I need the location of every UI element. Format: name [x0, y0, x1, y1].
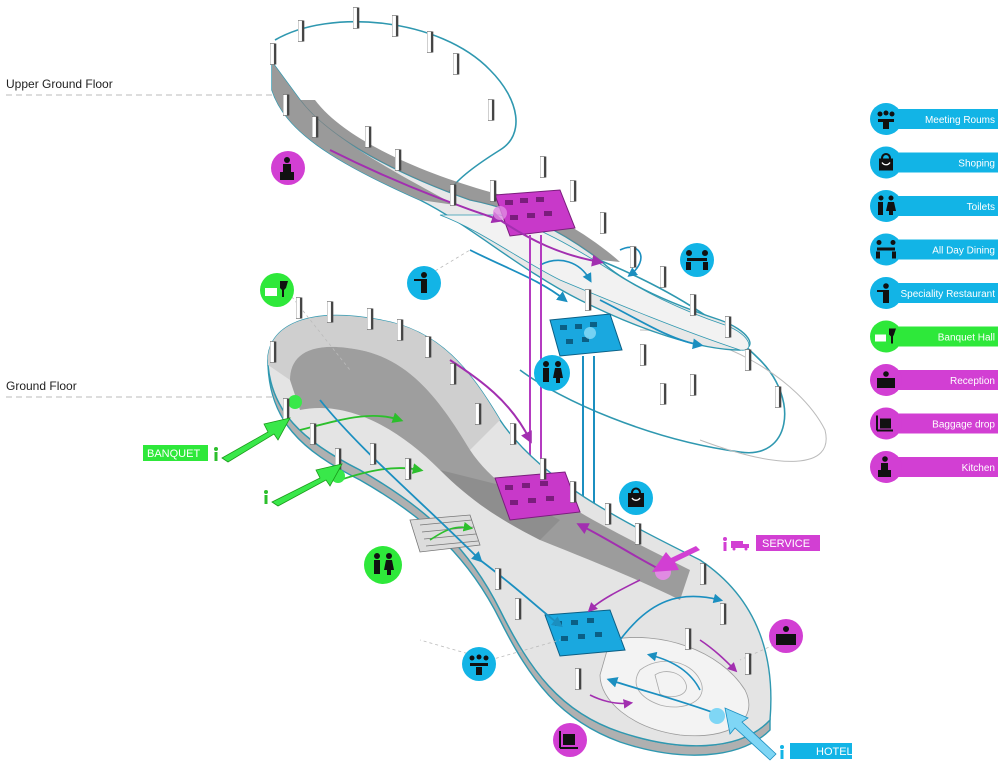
legend-label: All Day Dining — [932, 246, 995, 257]
legend-item: Meeting Roums — [870, 103, 998, 135]
shopping-bag-icon-badge — [619, 481, 653, 515]
legend-bar — [885, 109, 998, 129]
legend-label: Kitchen — [962, 463, 995, 474]
service-label: SERVICE — [762, 538, 810, 550]
legend-item: Shoping — [870, 146, 998, 179]
legend-item: Reception — [870, 364, 998, 396]
legend-bar — [885, 413, 998, 434]
floor-label-ground: Ground Floor — [6, 379, 275, 398]
floor-label-upper: Upper Ground Floor — [6, 77, 275, 96]
legend-bar — [885, 370, 998, 390]
svg-text:Ground Floor: Ground Floor — [6, 379, 77, 393]
legend-item: Toilets — [870, 190, 998, 222]
person-icon-banquet — [214, 447, 268, 504]
dining-icon-badge — [680, 243, 714, 277]
meeting-rooms-icon — [877, 110, 895, 129]
shopping-bag-icon — [879, 153, 893, 171]
upper-ground-floor-plate — [271, 20, 827, 462]
legend-bar — [885, 283, 998, 303]
person-icon-hotel — [780, 745, 784, 759]
waiter-icon — [877, 283, 889, 303]
svg-text:Upper Ground Floor: Upper Ground Floor — [6, 77, 113, 91]
baggage-icon-badge — [553, 723, 587, 757]
legend-bar — [885, 457, 998, 477]
baggage-icon — [876, 415, 893, 432]
toilets-icon-badge-green — [364, 546, 402, 584]
banquet-entrance: BANQUET — [143, 417, 343, 507]
chef-icon-badge — [271, 151, 305, 185]
banquet-tag — [143, 445, 208, 461]
legend-label: Baggage drop — [932, 420, 995, 431]
banquet-label: BANQUET — [147, 448, 200, 460]
legend-item: Banquet Hall — [870, 320, 998, 353]
service-tag — [756, 535, 820, 551]
legend-item: Kitchen — [870, 451, 998, 483]
reception-icon-badge — [769, 619, 803, 653]
legend-label: Banquet Hall — [938, 333, 995, 344]
meeting-rooms-icon-badge — [462, 647, 496, 681]
reception-icon — [877, 371, 895, 388]
ground-floor-plate — [267, 249, 786, 756]
hotel-tag — [790, 743, 852, 759]
legend-bar — [885, 239, 998, 260]
legend-bar — [885, 326, 998, 347]
hotel-entrance: HOTEL — [724, 707, 853, 761]
chef-icon — [878, 456, 891, 477]
person-icon-service — [723, 537, 727, 551]
legend-item: Baggage drop — [870, 407, 998, 440]
legend-label: Meeting Roums — [925, 115, 995, 126]
legend-bar — [885, 196, 998, 216]
legend-label: Reception — [950, 376, 995, 387]
legend-badge — [870, 190, 902, 222]
legend-item: Speciality Restaurant — [870, 277, 998, 309]
legend-item: All Day Dining — [870, 233, 998, 266]
legend-bar — [885, 152, 998, 173]
hotel-label: HOTEL — [816, 746, 853, 758]
waiter-icon-badge — [407, 266, 441, 300]
legend-label: Speciality Restaurant — [901, 289, 996, 300]
toilets-icon — [878, 195, 896, 215]
legend-label: Toilets — [967, 202, 995, 213]
legend-label: Shoping — [958, 159, 995, 170]
banquet-icon-badge — [260, 273, 294, 307]
truck-icon — [731, 541, 749, 551]
dining-icon — [876, 240, 896, 259]
toilets-icon-badge-cyan — [534, 355, 570, 391]
banquet-icon — [875, 328, 896, 344]
service-entrance: SERVICE — [652, 535, 820, 572]
